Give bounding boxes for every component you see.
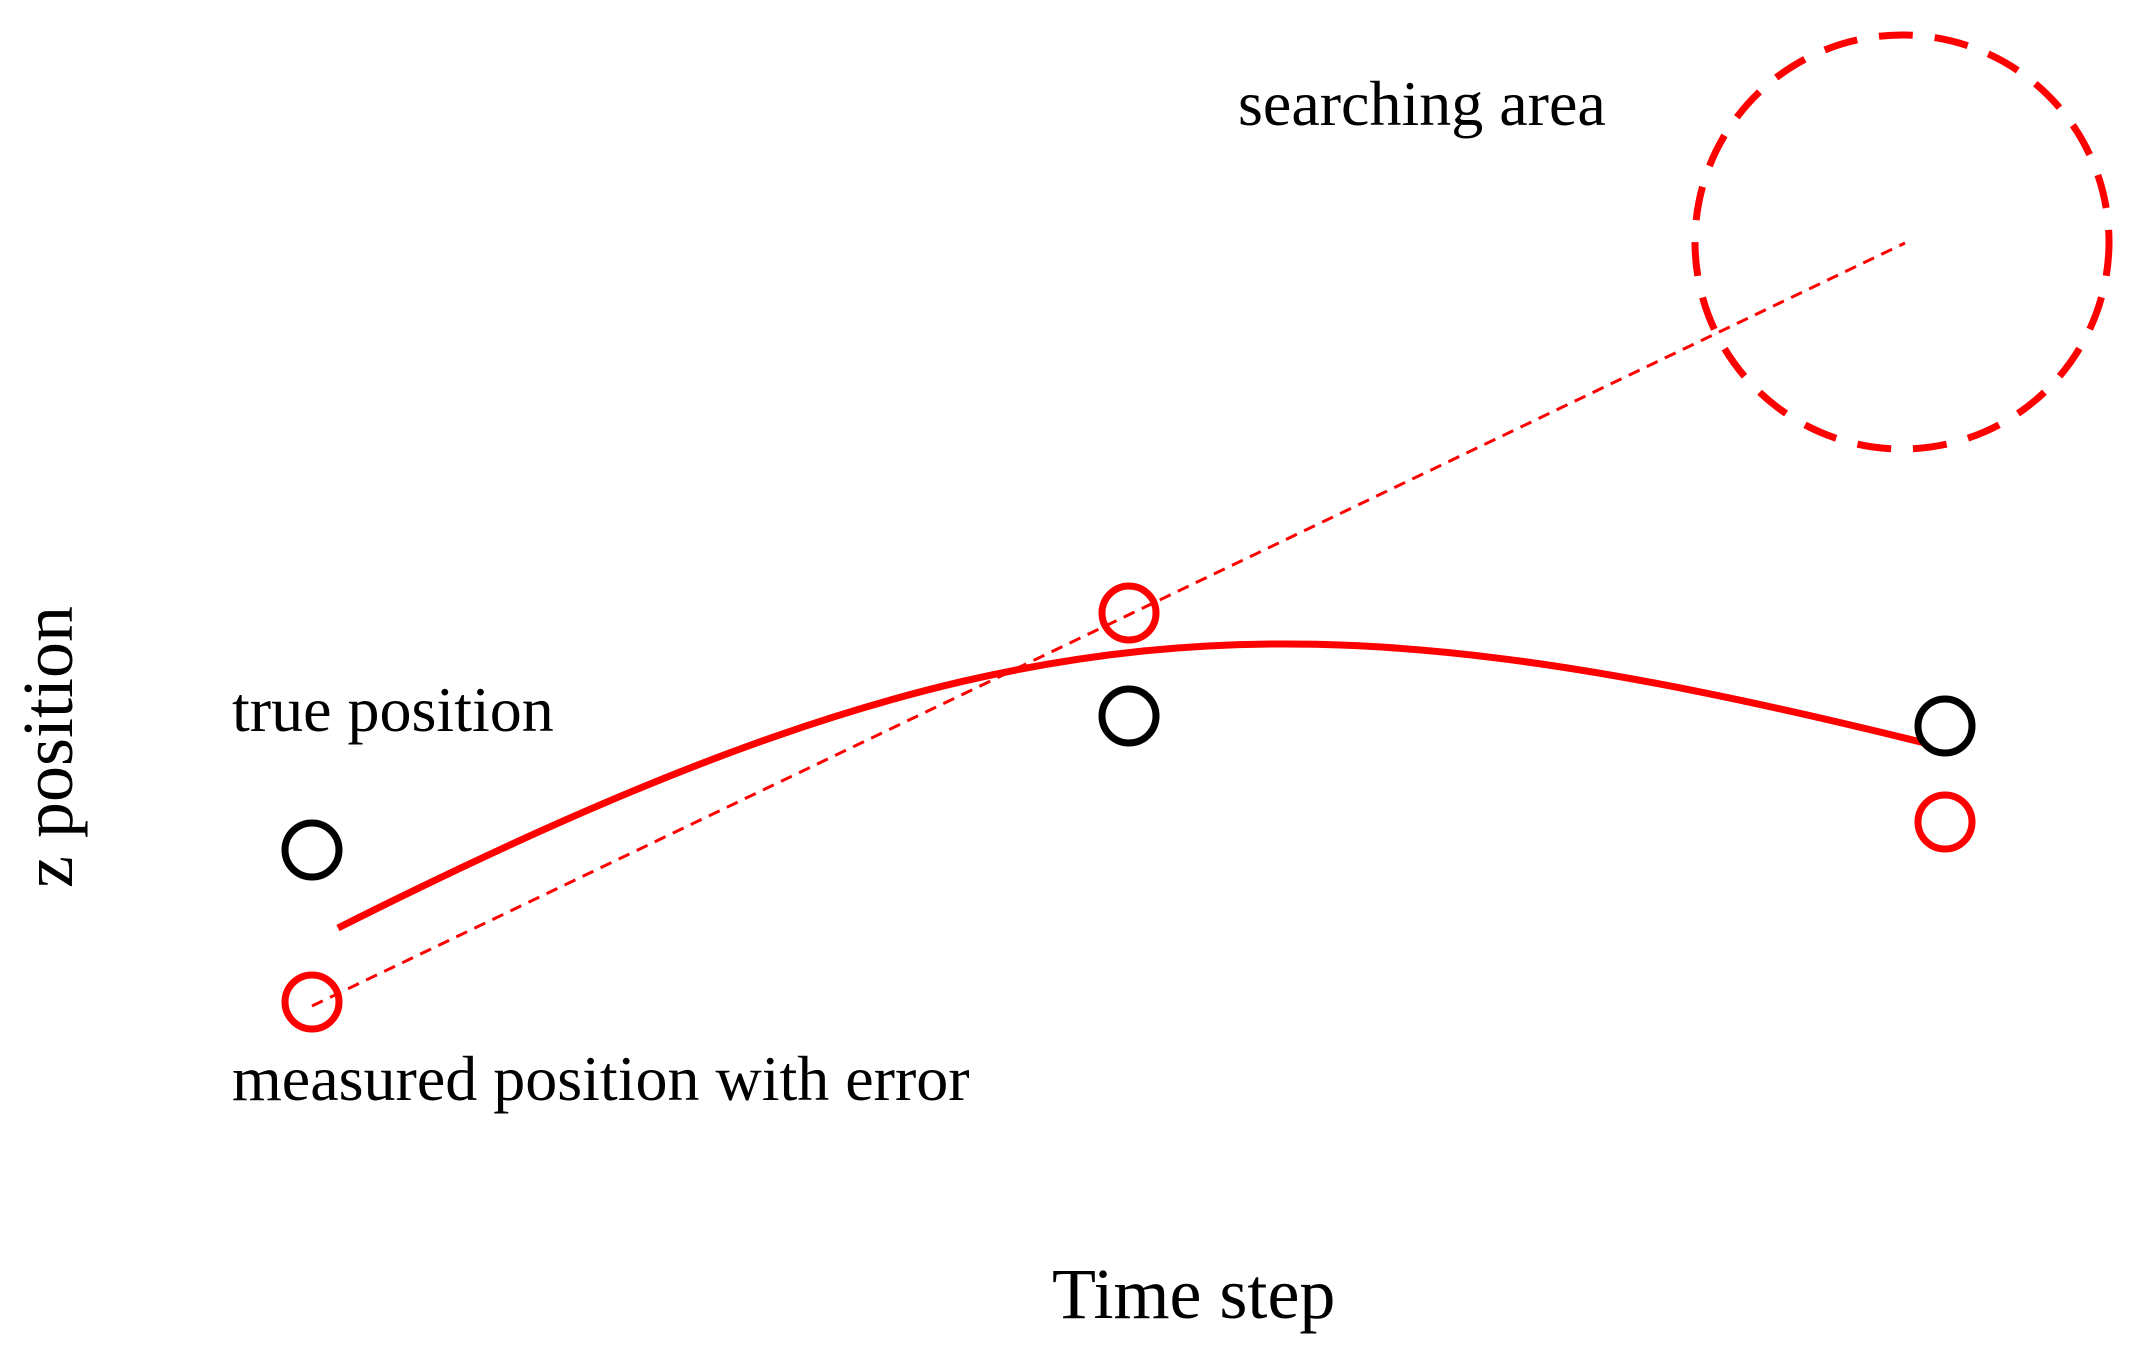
measured-position-marker-3 — [1914, 791, 1976, 853]
y-axis-label: z position — [8, 606, 88, 888]
searching-area-label: searching area — [1238, 68, 1606, 139]
x-axis-label: Time step — [1052, 1254, 1335, 1334]
measured-position-label: measured position with error — [232, 1043, 970, 1114]
trajectory-curve — [336, 640, 1926, 932]
projection-line — [311, 241, 1906, 1008]
true-position-marker-2 — [1098, 685, 1160, 747]
measured-position-marker-1 — [281, 971, 343, 1033]
true-position-label: true position — [232, 674, 554, 745]
search-area-circle — [1691, 31, 2113, 453]
true-position-marker-1 — [281, 819, 343, 881]
measured-position-marker-2 — [1098, 582, 1160, 644]
true-position-marker-3 — [1914, 695, 1976, 757]
